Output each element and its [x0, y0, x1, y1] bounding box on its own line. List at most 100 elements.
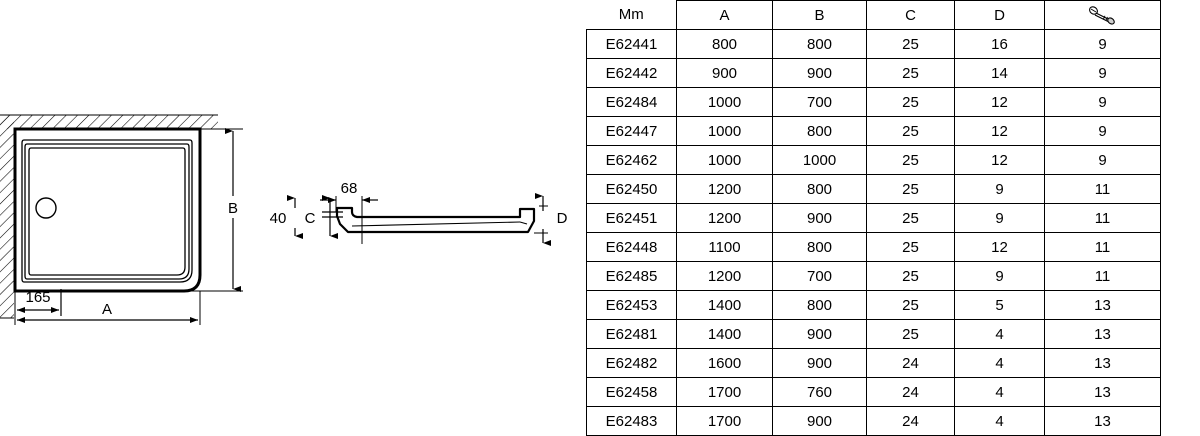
column-header-b: B [772, 0, 867, 30]
cell-screw: 13 [1044, 406, 1161, 436]
cell-d: 4 [954, 377, 1045, 407]
cell-c: 25 [866, 261, 955, 291]
cell-a: 900 [676, 58, 773, 88]
plan-view-group: B 165 A [0, 114, 243, 325]
cell-d: 4 [954, 406, 1045, 436]
technical-drawing-area: B 165 A [0, 0, 570, 427]
cell-c: 25 [866, 145, 955, 175]
cell-screw: 13 [1044, 348, 1161, 378]
cell-a: 1000 [676, 145, 773, 175]
tray-section-bed-line-right [519, 221, 528, 225]
specification-table-wrapper: Mm A B C D [586, 0, 1161, 436]
dimension-165-label: 165 [25, 289, 50, 306]
cell-model: E62483 [586, 406, 677, 436]
cell-a: 1200 [676, 174, 773, 204]
cell-c: 25 [866, 290, 955, 320]
cell-screw: 9 [1044, 87, 1161, 117]
cell-screw: 13 [1044, 377, 1161, 407]
dimension-d-label: D [557, 210, 568, 227]
column-header-c: C [866, 0, 955, 30]
cell-c: 25 [866, 116, 955, 146]
cell-a: 1600 [676, 348, 773, 378]
table-row[interactable]: E62450 1200 800 25 9 11 [586, 174, 1161, 204]
cell-d: 4 [954, 319, 1045, 349]
cell-model: E62441 [586, 29, 677, 59]
cell-d: 9 [954, 261, 1045, 291]
cell-screw: 11 [1044, 232, 1161, 262]
wall-hatching [0, 114, 218, 319]
table-row[interactable]: E62442 900 900 25 14 9 [586, 58, 1161, 88]
table-row[interactable]: E62447 1000 800 25 12 9 [586, 116, 1161, 146]
cell-d: 12 [954, 232, 1045, 262]
section-view-group: 40 C 68 [270, 180, 568, 246]
dimension-a-label: A [102, 301, 112, 318]
table-row[interactable]: E62481 1400 900 25 4 13 [586, 319, 1161, 349]
table-row[interactable]: E62458 1700 760 24 4 13 [586, 377, 1161, 407]
tray-rim-line-inner [24, 143, 190, 280]
table-row[interactable]: E62448 1100 800 25 12 11 [586, 232, 1161, 262]
cell-b: 800 [772, 116, 867, 146]
table-row[interactable]: E62484 1000 700 25 12 9 [586, 87, 1161, 117]
drain-hole-icon [35, 197, 57, 219]
cell-d: 16 [954, 29, 1045, 59]
dimension-b: B [186, 128, 243, 292]
cell-b: 900 [772, 203, 867, 233]
cell-d: 12 [954, 145, 1045, 175]
cell-screw: 11 [1044, 174, 1161, 204]
table-row[interactable]: E62462 1000 1000 25 12 9 [586, 145, 1161, 175]
cell-d: 5 [954, 290, 1045, 320]
technical-drawing-svg: B 165 A [0, 114, 568, 325]
cell-a: 1700 [676, 377, 773, 407]
tray-rim-line-outer [21, 139, 193, 283]
column-header-a: A [676, 0, 773, 30]
cell-model: E62482 [586, 348, 677, 378]
cell-model: E62462 [586, 145, 677, 175]
cell-model: E62485 [586, 261, 677, 291]
dimension-c-label: C [305, 210, 316, 227]
cell-c: 25 [866, 232, 955, 262]
cell-b: 700 [772, 87, 867, 117]
cell-screw: 13 [1044, 319, 1161, 349]
cell-model: E62453 [586, 290, 677, 320]
cell-b: 800 [772, 232, 867, 262]
cell-c: 24 [866, 406, 955, 436]
table-row[interactable]: E62482 1600 900 24 4 13 [586, 348, 1161, 378]
cell-b: 800 [772, 174, 867, 204]
table-body: E62441 800 800 25 16 9 E62442 900 900 25… [586, 29, 1161, 436]
cell-c: 25 [866, 203, 955, 233]
cell-model: E62484 [586, 87, 677, 117]
cell-model: E62448 [586, 232, 677, 262]
cell-c: 25 [866, 29, 955, 59]
cell-d: 9 [954, 174, 1045, 204]
cell-screw: 9 [1044, 116, 1161, 146]
table-row[interactable]: E62451 1200 900 25 9 11 [586, 203, 1161, 233]
tray-section-bed-line [351, 221, 521, 227]
cell-screw: 9 [1044, 145, 1161, 175]
table-row[interactable]: E62453 1400 800 25 5 13 [586, 290, 1161, 320]
cell-b: 760 [772, 377, 867, 407]
cell-c: 25 [866, 58, 955, 88]
column-header-screw [1044, 0, 1161, 30]
cell-b: 800 [772, 290, 867, 320]
cell-screw: 9 [1044, 29, 1161, 59]
cell-a: 1400 [676, 290, 773, 320]
dimension-d: D [534, 193, 568, 246]
cell-c: 24 [866, 348, 955, 378]
cell-model: E62447 [586, 116, 677, 146]
table-row[interactable]: E62485 1200 700 25 9 11 [586, 261, 1161, 291]
table-header-row: Mm A B C D [586, 0, 1161, 30]
cell-b: 800 [772, 29, 867, 59]
table-header: Mm A B C D [586, 0, 1161, 30]
tray-floor [28, 147, 186, 276]
cell-a: 1100 [676, 232, 773, 262]
cell-b: 900 [772, 348, 867, 378]
cell-b: 1000 [772, 145, 867, 175]
table-row[interactable]: E62441 800 800 25 16 9 [586, 29, 1161, 59]
table-row[interactable]: E62483 1700 900 24 4 13 [586, 406, 1161, 436]
column-header-unit: Mm [586, 0, 677, 30]
dimension-40-label: 40 [270, 210, 287, 227]
cell-d: 12 [954, 116, 1045, 146]
cell-d: 14 [954, 58, 1045, 88]
cell-model: E62458 [586, 377, 677, 407]
cell-screw: 11 [1044, 261, 1161, 291]
